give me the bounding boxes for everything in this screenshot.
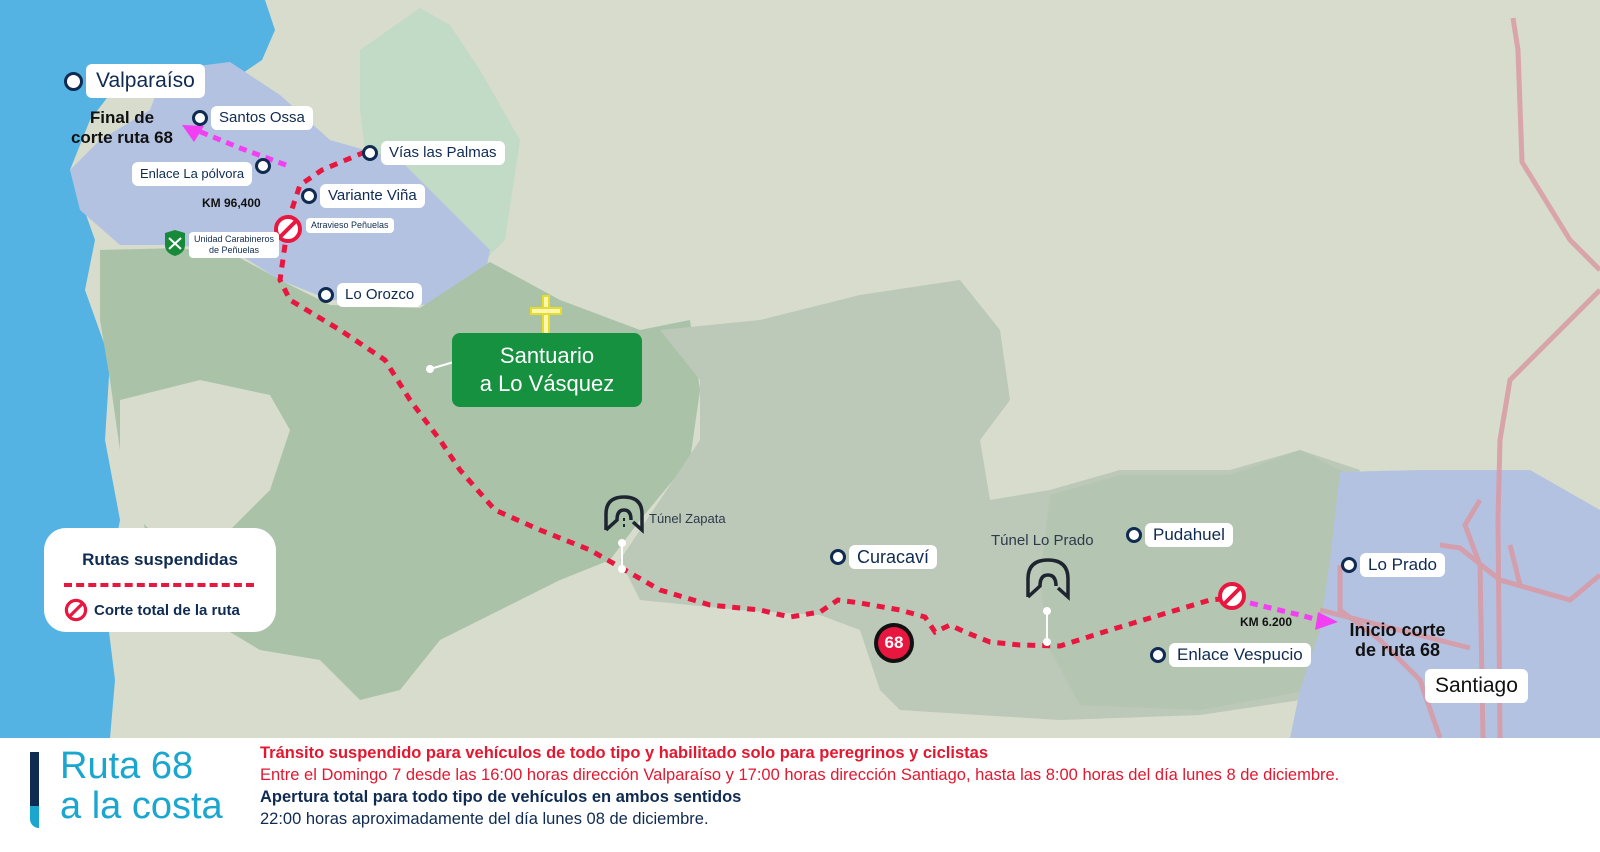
suspended-route-swatch: [64, 583, 254, 587]
place-pudahuel[interactable]: Pudahuel: [1126, 523, 1233, 547]
suspension-schedule: Entre el Domingo 7 desde las 16:00 horas…: [260, 766, 1340, 784]
location-dot-icon: [64, 71, 83, 91]
tunnel-icon-zapata: [604, 495, 644, 534]
reopening-schedule: 22:00 horas aproximadamente del día lune…: [260, 810, 709, 828]
place-curacavi[interactable]: Curacaví: [830, 545, 938, 569]
brand-bar: [30, 752, 39, 816]
place-santos-ossa[interactable]: Santos Ossa: [192, 106, 313, 130]
route-68-shield: 68: [874, 623, 914, 663]
tunnel-icon-lo-prado: [1026, 558, 1070, 601]
brand-bar-accent: [30, 806, 39, 828]
place-enlace-la-polvora[interactable]: Enlace La pólvora: [132, 158, 272, 186]
road-closed-icon: [64, 598, 88, 622]
inicio-corte-note: Inicio corte de ruta 68: [1349, 620, 1446, 660]
sanctuary-label[interactable]: Santuario a Lo Vásquez: [452, 333, 642, 407]
location-dot-icon: [192, 110, 208, 126]
location-dot-icon: [1126, 527, 1142, 543]
info-footer: Ruta 68 a la costa Tránsito suspendido p…: [0, 738, 1600, 852]
place-valparaiso[interactable]: Valparaíso: [64, 64, 205, 98]
arrow-inicio-corte: [1315, 612, 1338, 630]
tunnel-lo-prado-label: Túnel Lo Prado: [991, 532, 1094, 549]
location-dot-icon: [255, 158, 272, 174]
suspension-headline: Tránsito suspendido para vehículos de to…: [260, 744, 988, 762]
place-santiago[interactable]: Santiago: [1425, 669, 1528, 703]
location-dot-icon: [830, 549, 846, 565]
km-marker-east: KM 6.200: [1240, 615, 1293, 629]
tunnel-zapata-label: Túnel Zapata: [649, 511, 726, 526]
place-variante-vina[interactable]: Variante Viña: [301, 184, 425, 208]
road-closed-icon-west: [274, 215, 302, 243]
atravieso-label: Atravieso Peñuelas: [306, 218, 394, 233]
route-map[interactable]: Valparaíso Santos Ossa Vías las Palmas E…: [0, 0, 1600, 738]
road-closed-icon-east: [1218, 582, 1246, 610]
final-corte-note: Final de corte ruta 68: [70, 108, 174, 147]
location-dot-icon: [1150, 647, 1166, 663]
carabineros-shield-icon: [165, 230, 185, 256]
location-dot-icon: [362, 145, 378, 161]
carabineros-label: Unidad Carabineros de Peñuelas: [189, 232, 280, 258]
place-vias-las-palmas[interactable]: Vías las Palmas: [362, 141, 505, 165]
suspended-route: [277, 149, 1233, 649]
place-enlace-vespucio[interactable]: Enlace Vespucio: [1150, 643, 1311, 667]
reopening-headline: Apertura total para todo tipo de vehícul…: [260, 788, 742, 806]
location-dot-icon: [301, 188, 317, 204]
place-lo-orozco[interactable]: Lo Orozco: [318, 283, 423, 307]
map-legend: Rutas suspendidas Corte total de la ruta: [44, 528, 276, 632]
location-dot-icon: [1341, 557, 1357, 573]
place-lo-prado[interactable]: Lo Prado: [1341, 553, 1445, 577]
km-marker-west: KM 96,400: [202, 196, 261, 210]
location-dot-icon: [318, 287, 334, 303]
arrow-final-corte: [182, 125, 204, 142]
